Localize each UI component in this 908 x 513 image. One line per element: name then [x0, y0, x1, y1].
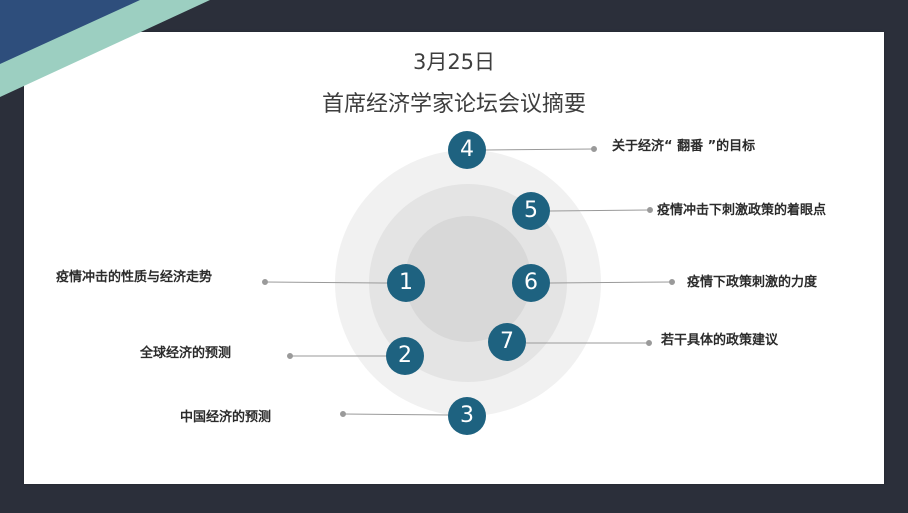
connector-dot-1 [262, 279, 268, 285]
item-node-2: 2 [386, 337, 424, 375]
item-node-6: 6 [512, 264, 550, 302]
item-label-5: 疫情冲击下刺激政策的着眼点 [657, 203, 827, 218]
item-label-7: 若干具体的政策建议 [661, 333, 779, 348]
connector-dot-7 [646, 340, 652, 346]
item-label-2: 全球经济的预测 [140, 346, 232, 361]
item-label-4: 关于经济“ 翻番 ”的目标 [612, 139, 756, 154]
slide-date-title: 3月25日 [412, 50, 496, 74]
connector-line-5 [549, 209, 651, 212]
connector-line-4 [484, 148, 595, 151]
connector-dot-6 [669, 279, 675, 285]
item-label-1: 疫情冲击的性质与经济走势 [56, 270, 213, 285]
item-node-4: 4 [448, 131, 486, 169]
connector-dot-3 [340, 411, 346, 417]
item-label-6: 疫情下政策刺激的力度 [687, 275, 818, 290]
connector-dot-4 [591, 146, 597, 152]
item-label-3: 中国经济的预测 [180, 410, 272, 425]
inner-ring [405, 216, 531, 342]
connector-dot-2 [287, 353, 293, 359]
item-node-5: 5 [512, 192, 550, 230]
item-node-7: 7 [488, 323, 526, 361]
connector-line-6 [549, 281, 673, 284]
connector-dot-5 [647, 207, 653, 213]
item-node-1: 1 [387, 264, 425, 302]
connector-line-3 [342, 413, 450, 416]
slide-main-title: 首席经济学家论坛会议摘要 [321, 92, 586, 117]
item-node-3: 3 [448, 397, 486, 435]
connector-line-1 [264, 281, 388, 284]
